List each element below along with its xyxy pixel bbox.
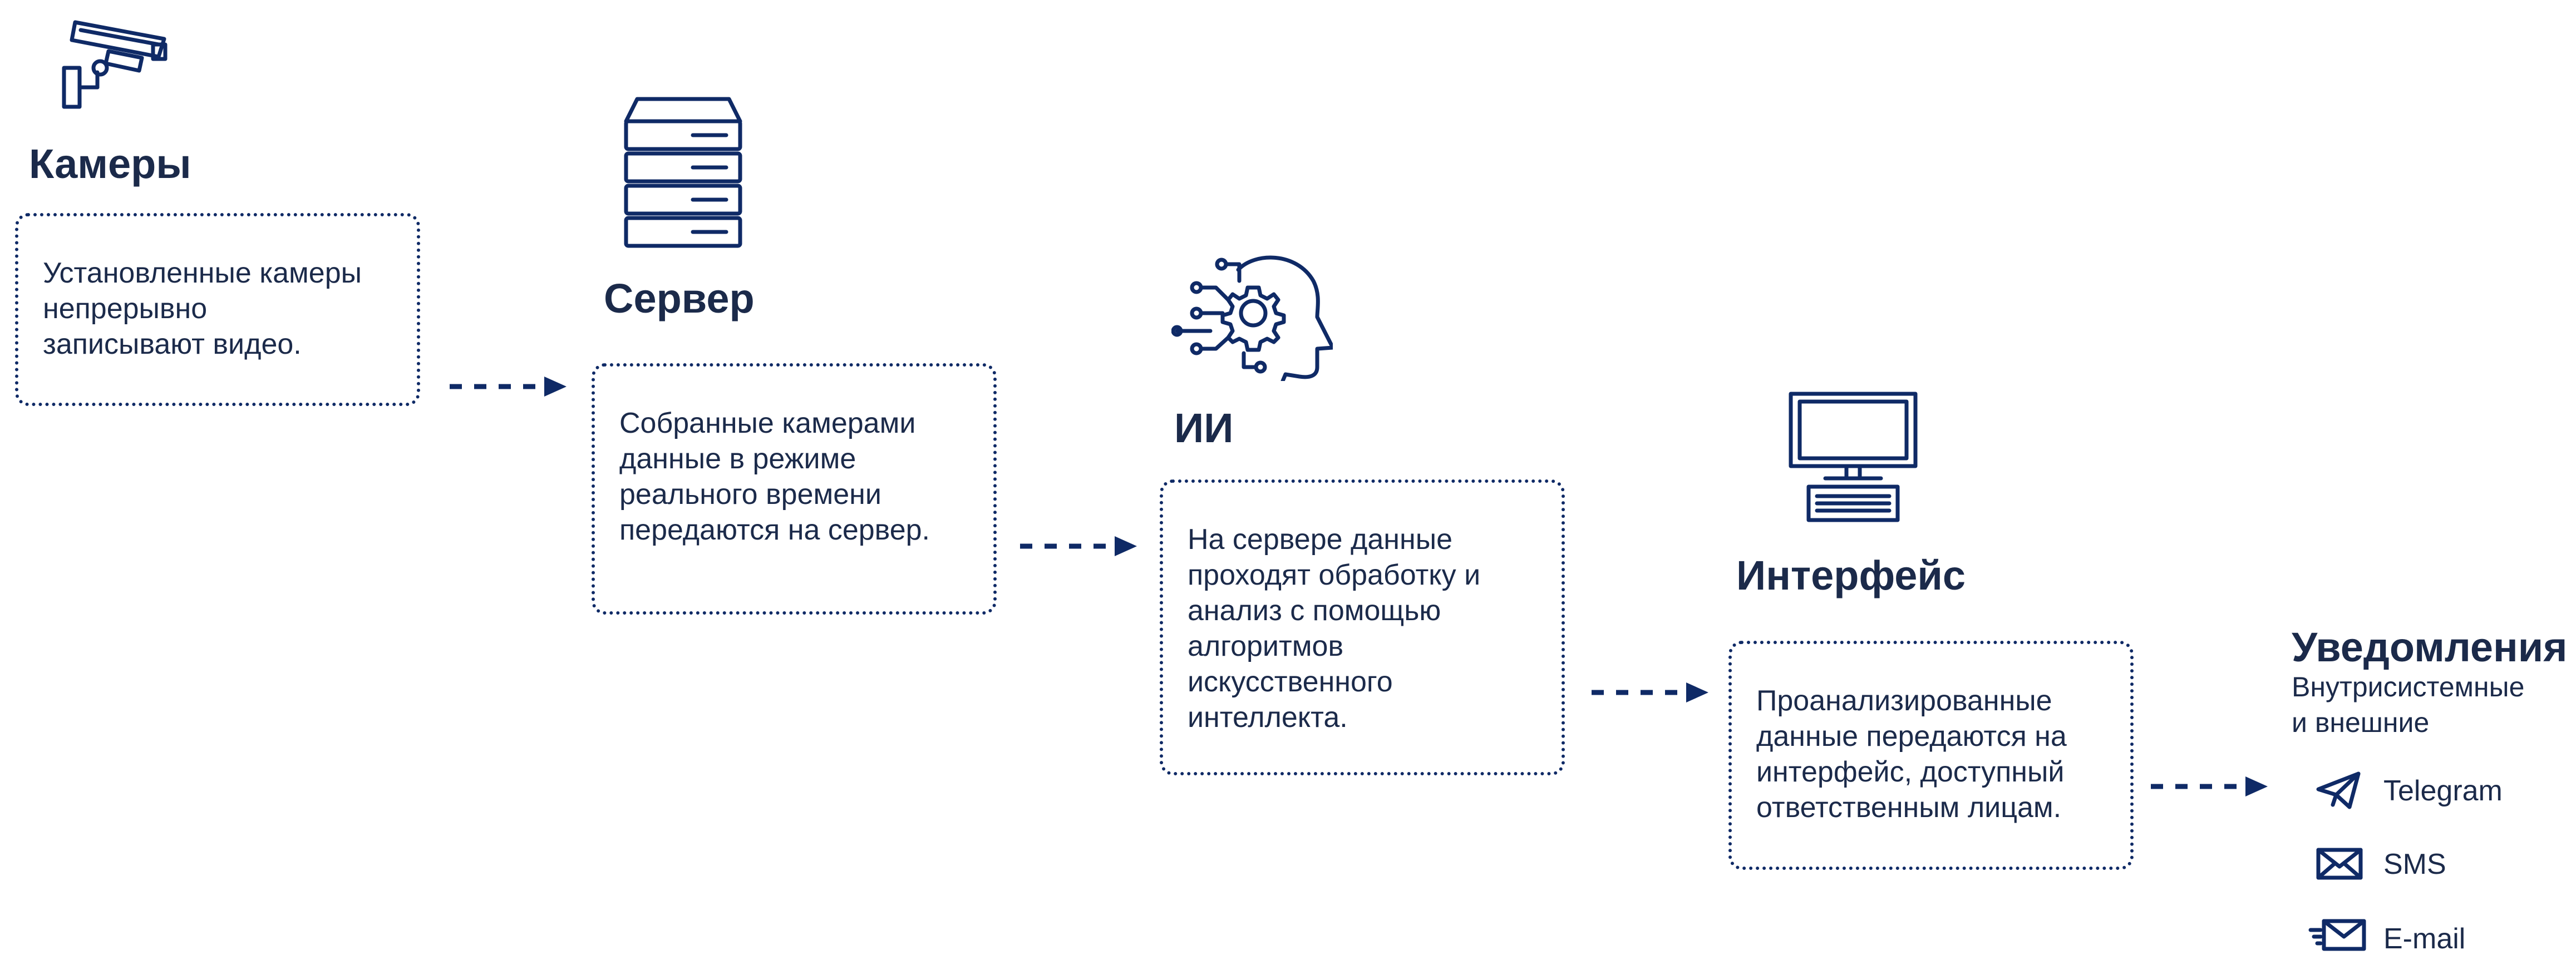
- server-rack-icon: [623, 93, 743, 249]
- email-icon: [2308, 919, 2366, 951]
- ai-description-box: На сервере данные проходят обработку и а…: [1160, 479, 1565, 775]
- desktop-computer-icon: [1786, 389, 1920, 526]
- flow-arrow-server-to-ai: [1020, 535, 1137, 557]
- interface-title: Интерфейс: [1736, 552, 1966, 598]
- ai-title: ИИ: [1174, 405, 1234, 451]
- flow-arrow-ai-to-interface: [1592, 681, 1708, 704]
- cameras-description: Установленные камеры непрерывно записыва…: [43, 257, 362, 360]
- ai-description: На сервере данные проходят обработку и а…: [1188, 523, 1481, 734]
- interface-description-box: Проанализированные данные передаются на …: [1728, 641, 2134, 870]
- flow-arrow-cameras-to-server: [450, 375, 567, 398]
- flow-arrow-interface-to-notifications: [2151, 775, 2268, 798]
- cctv-camera-icon: [58, 12, 170, 112]
- telegram-icon: [2316, 770, 2361, 809]
- server-title: Сервер: [604, 275, 755, 321]
- server-description: Собранные камерами данные в режиме реаль…: [619, 407, 930, 546]
- channel-sms-label: SMS: [2383, 848, 2446, 880]
- channel-email-label: E-mail: [2383, 923, 2466, 955]
- server-description-box: Собранные камерами данные в режиме реаль…: [592, 363, 997, 615]
- notifications-title: Уведомления: [2292, 624, 2568, 670]
- notifications-subtitle: Внутрисистемные и внешние: [2292, 671, 2525, 738]
- cameras-description-box: Установленные камеры непрерывно записыва…: [15, 213, 420, 406]
- channel-telegram-label: Telegram: [2383, 775, 2503, 807]
- cameras-title: Камеры: [29, 141, 191, 187]
- interface-description: Проанализированные данные передаются на …: [1756, 685, 2067, 824]
- ai-head-gear-icon: [1171, 248, 1333, 381]
- sms-envelope-icon: [2316, 848, 2363, 880]
